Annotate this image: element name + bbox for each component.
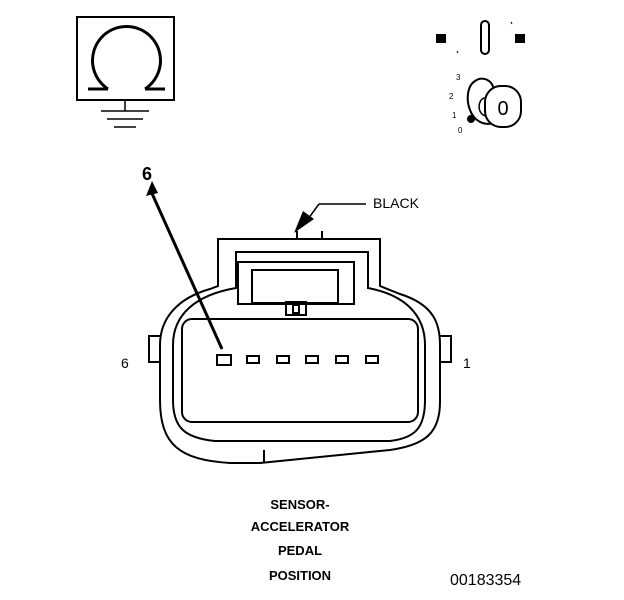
color-callout-label: BLACK xyxy=(373,195,419,211)
ignition-position-0: 0 xyxy=(458,126,463,135)
figure-id: 00183354 xyxy=(450,572,522,589)
pin-cavity-3 xyxy=(305,355,319,364)
battery-disconnect-icon xyxy=(436,20,525,55)
pin-cavity-2 xyxy=(335,355,349,364)
connector-left-pin-number: 6 xyxy=(121,355,129,371)
connector-right-pin-number: 1 xyxy=(463,355,471,371)
ignition-position-1: 1 xyxy=(452,111,457,120)
pin-cavity-row xyxy=(216,354,379,366)
ground-icon xyxy=(101,100,149,128)
pin-callout-number: 6 xyxy=(142,164,153,184)
ignition-key-icon: 0 3 2 1 0 xyxy=(449,73,522,135)
color-callout-leader xyxy=(294,203,366,233)
ohmmeter-icon xyxy=(76,16,175,101)
pin-cavity-4 xyxy=(276,355,290,364)
caption-line-3: PEDAL xyxy=(277,543,323,558)
ignition-position-3: 3 xyxy=(456,73,461,82)
pin-cavity-5 xyxy=(246,355,260,364)
caption-line-2: ACCELERATOR xyxy=(250,519,350,534)
ignition-position-2: 2 xyxy=(449,92,454,101)
pin-callout-arrow xyxy=(146,181,224,350)
connector-housing xyxy=(148,231,452,464)
caption-line-4: POSITION xyxy=(268,568,332,583)
caption-line-1: SENSOR- xyxy=(270,497,330,512)
ignition-key-mark: 0 xyxy=(497,98,508,120)
pin-cavity-6 xyxy=(216,354,232,366)
pin-cavity-1 xyxy=(365,355,379,364)
